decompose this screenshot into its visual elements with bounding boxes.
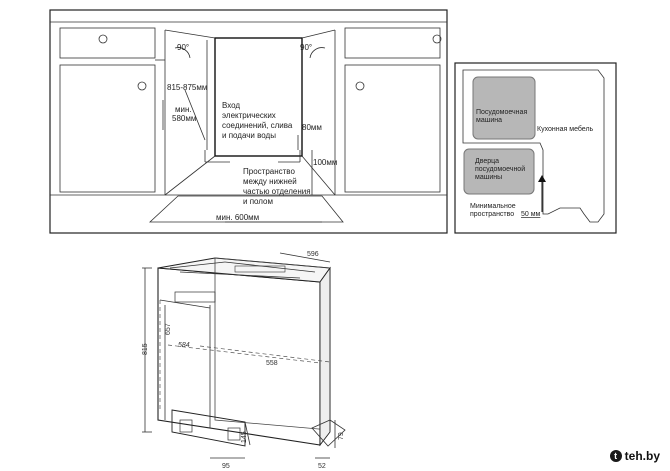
inlet-label-line4: и подачи воды: [222, 131, 276, 140]
upper-cabinet-right: [344, 27, 441, 59]
dim-657-label: 657: [165, 323, 172, 335]
lower-cabinet-left: [59, 64, 156, 193]
min-depth-label: мин.: [175, 105, 192, 114]
dim-558-label: 558: [266, 360, 278, 367]
teh-logo-icon: t: [609, 450, 622, 462]
dim-80-label: 80мм: [302, 123, 322, 132]
machine-block: [472, 76, 536, 140]
inlet-label-line3: соединений, слива: [222, 121, 293, 130]
cabinet-knob-icon: [137, 81, 147, 91]
gap-label-line3: частью отделения: [243, 187, 311, 196]
recess-back-wall: [214, 37, 303, 157]
min-depth-value: 580мм: [172, 114, 196, 123]
gap-label-line2: между нижней: [243, 177, 297, 186]
dim-596-label: 596: [307, 251, 319, 258]
dishwasher-base: [171, 409, 246, 447]
min-space-label-line1: Минимальное: [470, 203, 516, 210]
door-label-line3: машины: [475, 174, 502, 181]
min-space-value: 50 мм: [521, 211, 541, 218]
angle-left-label: 90°: [177, 43, 189, 52]
dim-815-label: 815: [142, 343, 149, 355]
furniture-label: Кухонная мебель: [537, 125, 594, 133]
machine-label-line2: машина: [476, 117, 502, 124]
furniture-outline: [462, 69, 605, 223]
gap-label-line4: и полом: [243, 197, 273, 206]
inlet-label-line2: электрических: [222, 111, 276, 120]
dim-100-label: 100мм: [313, 158, 337, 167]
dishwasher-body-front: [157, 267, 321, 446]
arrow-up-icon: [538, 175, 546, 182]
watermark-text: teh.by: [624, 449, 660, 463]
dim-52-label: 52: [318, 463, 326, 470]
dishwasher-drawing: 596 815 657 584 558 145 95 79 52: [142, 251, 346, 470]
clearance-panel: Посудомоечная машина Кухонная мебель Две…: [454, 62, 617, 234]
cabinet-knob-icon: [355, 81, 365, 91]
control-panel: [174, 291, 216, 303]
machine-label-line1: Посудомоечная: [476, 109, 527, 116]
dim-79-label: 79: [338, 432, 345, 440]
dim-584-label: 584: [178, 342, 190, 349]
watermark: t teh.by: [605, 445, 664, 467]
min-space-label-line2: пространство: [470, 211, 514, 218]
cabinet-knob-icon: [98, 34, 108, 44]
cabinet-knob-icon: [432, 34, 442, 44]
angle-right-label: 90°: [300, 43, 312, 52]
inlet-label-line1: Вход: [222, 101, 240, 110]
lower-cabinet-right: [344, 64, 441, 193]
upper-cabinet-left: [59, 27, 156, 59]
dim-95-label: 95: [222, 463, 230, 470]
height-range-label: 815-875мм: [167, 83, 207, 92]
dim-145-label: 145: [241, 431, 248, 443]
min-width-label: мин. 600мм: [216, 213, 259, 222]
gap-label-line1: Пространство: [243, 167, 295, 176]
installation-panel: 90° 90° 815-875мм мин. 580мм Вход электр…: [49, 9, 448, 234]
door-block: [463, 148, 535, 195]
door-label-line1: Дверца: [475, 158, 499, 165]
door-label-line2: посудомоечной: [475, 165, 525, 173]
